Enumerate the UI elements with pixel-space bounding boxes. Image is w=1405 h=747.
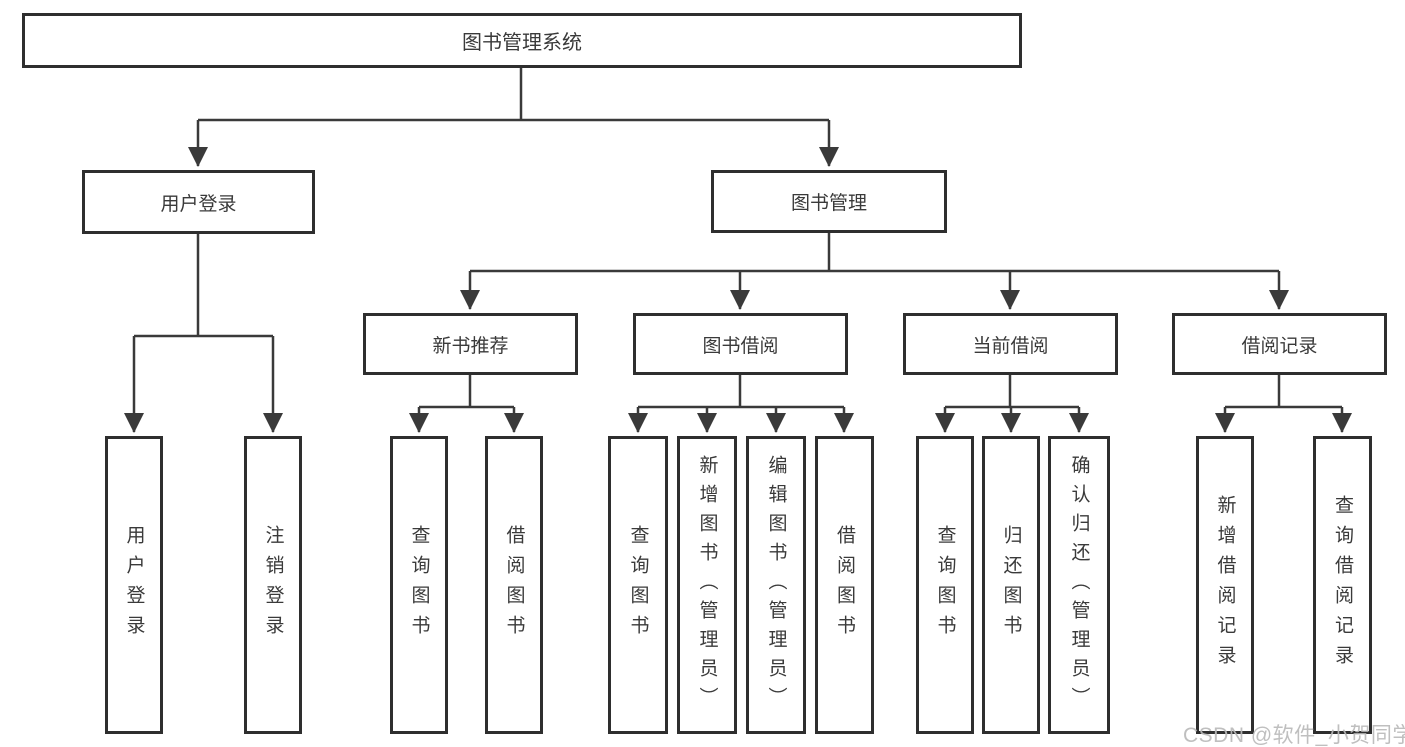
- leaf-logout: 注销登录: [244, 436, 302, 734]
- node-current-borrow-label: 当前借阅: [972, 335, 1049, 357]
- connector-root-to-level2: [188, 68, 839, 167]
- leaf-add-borrow-record: 新增借阅记录: [1196, 436, 1254, 734]
- connector-book-borrow-group: [628, 375, 854, 433]
- leaf-query-books-recommend: 查询图书: [390, 436, 448, 734]
- leaf-borrow-books-label: 借阅图书: [834, 525, 855, 645]
- node-new-book-recommend: 新书推荐: [363, 313, 578, 375]
- connector-current-borrow-group: [935, 375, 1089, 433]
- node-user-login: 用户登录: [82, 170, 315, 234]
- node-book-management-label: 图书管理: [790, 193, 867, 214]
- connector-new-book-group: [409, 375, 524, 433]
- leaf-query-books-borrow-label: 查询图书: [627, 525, 649, 645]
- leaf-edit-book-admin-label: 编辑图书（管理员）: [765, 454, 787, 716]
- leaf-confirm-return-admin-label: 确认归还（管理员）: [1068, 454, 1090, 716]
- leaf-query-books-borrow: 查询图书: [608, 436, 668, 734]
- node-new-book-recommend-label: 新书推荐: [432, 335, 509, 357]
- leaf-add-book-admin-label: 新增图书（管理员）: [696, 454, 718, 716]
- node-book-borrow-label: 图书借阅: [702, 335, 779, 357]
- node-current-borrow: 当前借阅: [903, 313, 1118, 375]
- node-root-label: 图书管理系统: [462, 32, 582, 54]
- leaf-add-borrow-record-label: 新增借阅记录: [1214, 495, 1236, 675]
- leaf-query-books-current-label: 查询图书: [934, 525, 956, 645]
- connector-user-login-group: [124, 234, 283, 433]
- leaf-add-book-admin: 新增图书（管理员）: [677, 436, 737, 734]
- leaf-logout-label: 注销登录: [262, 525, 284, 645]
- leaf-query-borrow-record-label: 查询借阅记录: [1332, 495, 1353, 675]
- leaf-borrow-books-recommend-label: 借阅图书: [503, 525, 525, 645]
- node-book-management: 图书管理: [711, 170, 947, 233]
- connector-book-management-to-level3: [460, 233, 1289, 310]
- csdn-watermark: CSDN @软件_小贺同学: [1183, 724, 1405, 747]
- leaf-return-books-label: 归还图书: [1000, 525, 1022, 645]
- leaf-confirm-return-admin: 确认归还（管理员）: [1048, 436, 1110, 734]
- leaf-borrow-books: 借阅图书: [815, 436, 874, 734]
- leaf-query-books-current: 查询图书: [916, 436, 974, 734]
- node-book-borrow: 图书借阅: [633, 313, 848, 375]
- node-borrow-records: 借阅记录: [1172, 313, 1387, 375]
- leaf-user-login: 用户登录: [105, 436, 163, 734]
- leaf-edit-book-admin: 编辑图书（管理员）: [746, 436, 806, 734]
- leaf-return-books: 归还图书: [982, 436, 1040, 734]
- connector-borrow-records-group: [1215, 375, 1352, 433]
- node-borrow-records-label: 借阅记录: [1241, 335, 1318, 357]
- node-root: 图书管理系统: [22, 13, 1022, 68]
- leaf-query-borrow-record: 查询借阅记录: [1313, 436, 1372, 734]
- leaf-query-books-recommend-label: 查询图书: [408, 525, 430, 645]
- node-user-login-label: 用户登录: [160, 193, 237, 215]
- leaf-borrow-books-recommend: 借阅图书: [485, 436, 543, 734]
- leaf-user-login-label: 用户登录: [123, 525, 145, 645]
